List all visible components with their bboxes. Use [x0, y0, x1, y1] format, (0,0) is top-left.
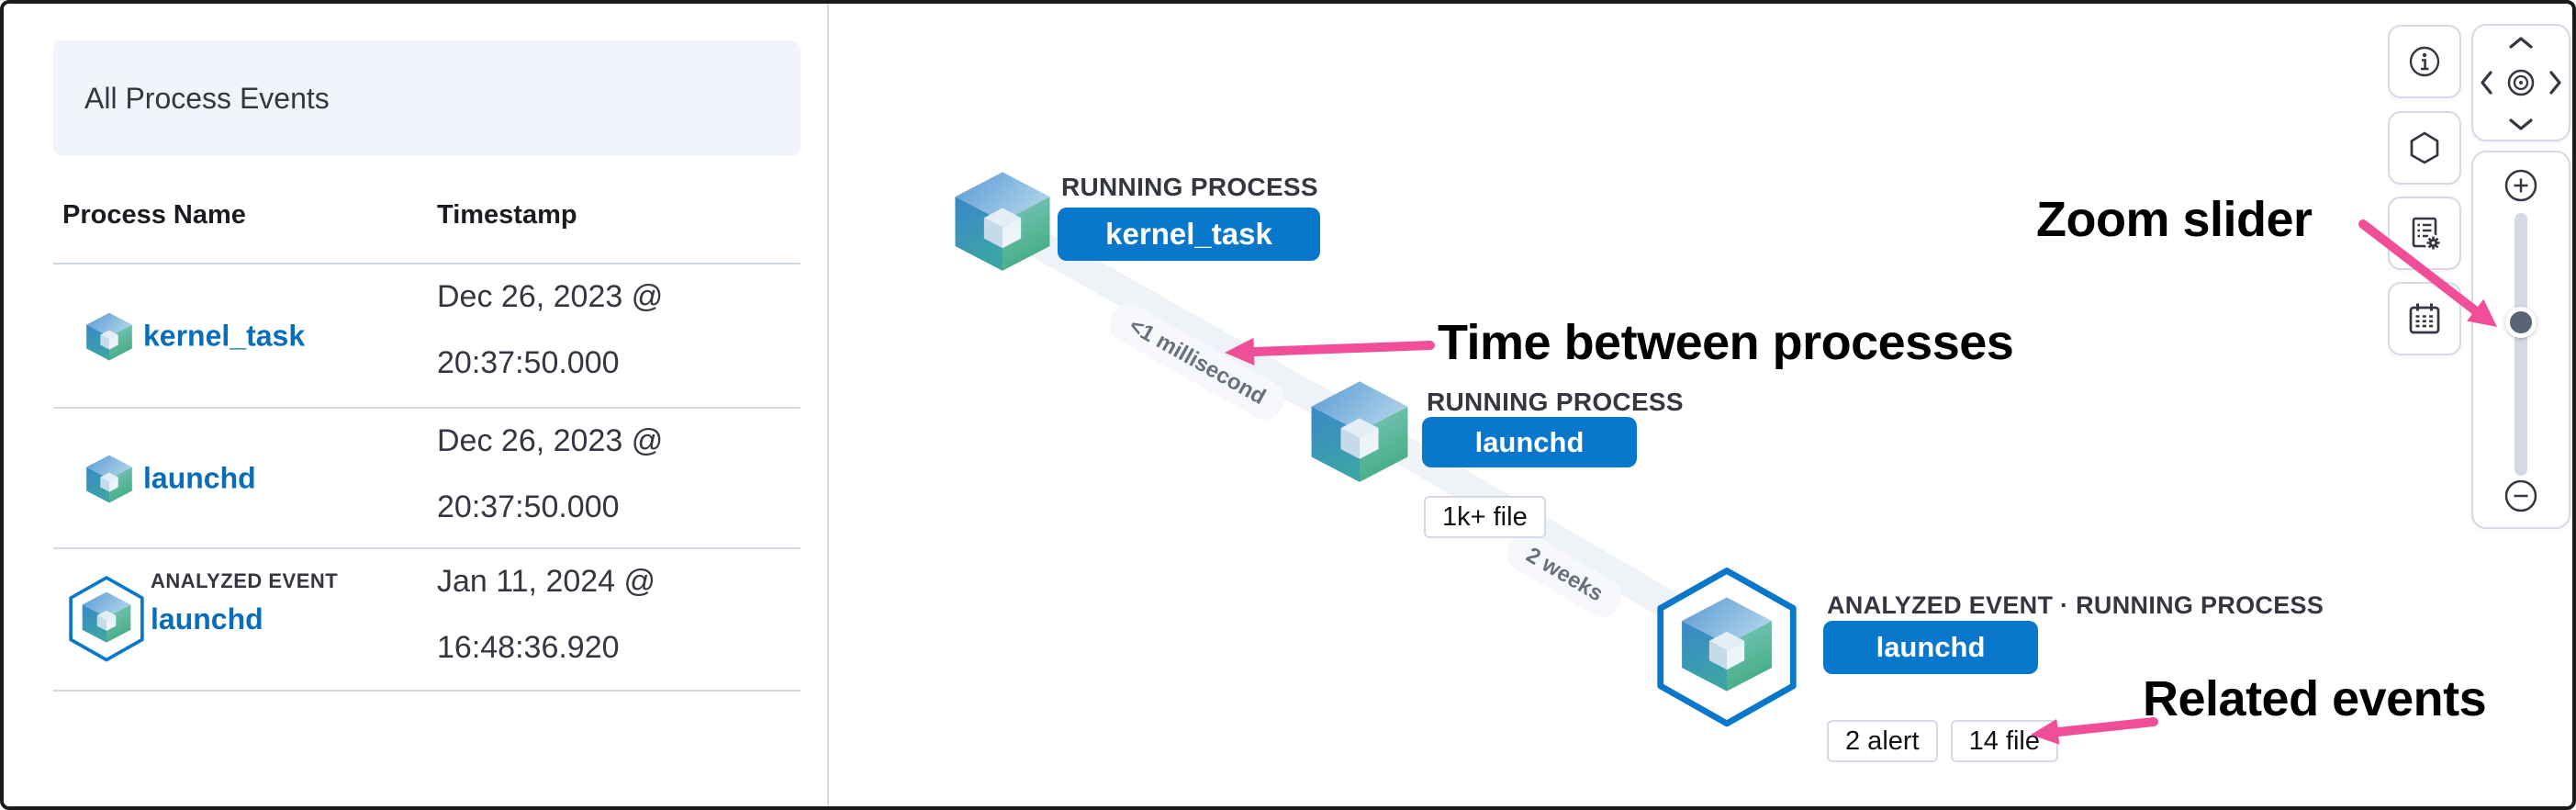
process-name-button[interactable]: kernel_task: [1058, 208, 1320, 261]
center-camera-icon: [2507, 69, 2535, 96]
timestamp-line1: Dec 26, 2023 @: [437, 423, 664, 458]
panel-title: All Process Events: [84, 81, 330, 115]
chevron-up-icon: [2509, 37, 2533, 49]
analyzed-event-cube-icon: [66, 575, 147, 664]
node-type-label: ANALYZED EVENT · RUNNING PROCESS: [1827, 591, 2324, 619]
process-node-icon[interactable]: [1307, 378, 1412, 483]
node-type-label: RUNNING PROCESS: [1427, 388, 1684, 416]
annotation-time-between-processes: Time between processes: [1438, 315, 2014, 370]
related-events-pill[interactable]: 14 file: [1950, 720, 2058, 762]
zoom-out-button[interactable]: [2503, 478, 2539, 514]
analyzed-event-node-icon[interactable]: [1652, 566, 1802, 731]
zoom-slider-panel: [2471, 151, 2570, 529]
column-header-process-name: Process Name: [62, 200, 246, 230]
pan-up-button[interactable]: [2506, 35, 2536, 50]
process-name-button[interactable]: launchd: [1823, 621, 2038, 674]
process-name-link[interactable]: kernel_task: [143, 319, 306, 352]
zoom-in-button[interactable]: [2503, 167, 2539, 204]
info-icon: [2409, 46, 2440, 77]
zoom-slider-track[interactable]: [2514, 213, 2527, 476]
process-cube-icon: [86, 455, 132, 502]
table-row: kernel_task Dec 26, 2023 @ 20:37:50.000: [53, 264, 801, 409]
zoom-out-icon: [2504, 479, 2537, 512]
timestamp-line2: 20:37:50.000: [437, 489, 620, 524]
node-type-label: RUNNING PROCESS: [1061, 173, 1318, 201]
process-node-icon[interactable]: [951, 169, 1054, 272]
process-name-link[interactable]: launchd: [151, 602, 263, 636]
annotation-arrow-left: [2031, 717, 2158, 745]
chevron-right-icon: [2549, 71, 2561, 95]
related-events-pill[interactable]: 2 alert: [1827, 720, 1938, 762]
date-picker-icon: [2409, 303, 2440, 334]
nodes-button[interactable]: [2388, 111, 2461, 185]
table-header-divider: [53, 263, 801, 264]
pan-down-button[interactable]: [2506, 118, 2536, 132]
related-events-group: 2 alert 14 file: [1827, 720, 2058, 762]
camera-pan-panel: [2471, 24, 2570, 141]
zoom-slider-thumb[interactable]: [2505, 307, 2537, 338]
table-row: ANALYZED EVENT launchd Jan 11, 2024 @ 16…: [53, 549, 801, 692]
pan-right-button[interactable]: [2548, 68, 2563, 97]
schema-settings-icon: [2412, 217, 2442, 252]
annotation-arrow-diagonal: [2358, 219, 2497, 327]
annotation-zoom-slider: Zoom slider: [2036, 192, 2313, 247]
related-events-pill[interactable]: 1k+ file: [1424, 496, 1546, 538]
timestamp-line1: Jan 11, 2024 @: [437, 564, 656, 599]
process-name-link[interactable]: launchd: [143, 461, 256, 494]
column-header-timestamp: Timestamp: [437, 200, 577, 230]
node-legend-button[interactable]: [2388, 25, 2461, 98]
chevron-down-icon: [2509, 118, 2533, 130]
annotation-related-events: Related events: [2143, 671, 2487, 726]
schema-settings-button[interactable]: [2388, 197, 2461, 270]
timestamp-line2: 20:37:50.000: [437, 345, 620, 380]
hexagon-icon: [2410, 131, 2439, 164]
timestamp-line1: Dec 26, 2023 @: [437, 279, 664, 314]
chevron-left-icon: [2481, 71, 2492, 95]
center-camera-button[interactable]: [2503, 65, 2538, 100]
table-header: Process Name Timestamp: [4, 200, 827, 237]
analyzed-event-badge: ANALYZED EVENT: [151, 569, 339, 592]
process-name-button[interactable]: launchd: [1422, 417, 1637, 467]
process-cube-icon: [86, 312, 132, 360]
timestamp-line2: 16:48:36.920: [437, 630, 620, 665]
table-row: launchd Dec 26, 2023 @ 20:37:50.000: [53, 409, 801, 549]
process-events-panel: All Process Events Process Name Timestam…: [4, 4, 829, 806]
all-process-events-accordion[interactable]: All Process Events: [53, 40, 801, 156]
pan-left-button[interactable]: [2479, 68, 2493, 97]
annotation-arrow-left: [1225, 337, 1435, 366]
zoom-in-icon: [2504, 169, 2537, 202]
